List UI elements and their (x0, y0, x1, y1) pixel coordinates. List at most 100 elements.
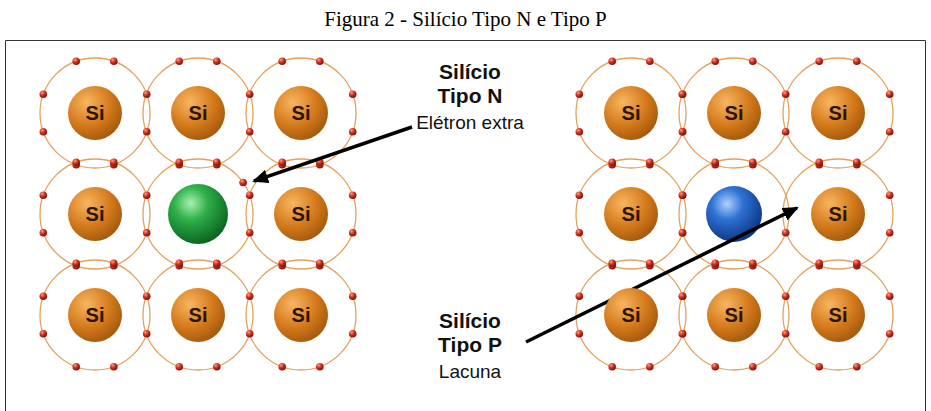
electron-dot (239, 179, 247, 187)
orbit-ring (246, 260, 356, 370)
electron-dot (608, 58, 616, 66)
silicon-atom: Si (604, 288, 658, 342)
electron-dot (40, 90, 48, 98)
atom-symbol: Si (189, 304, 208, 327)
electron-dot (679, 191, 687, 199)
electron-dot (349, 292, 357, 300)
electron-dot (646, 363, 654, 371)
electron-dot (349, 191, 357, 199)
electron-dot (815, 260, 823, 268)
electron-dot (886, 229, 894, 237)
electron-dot (711, 260, 719, 268)
electron-dot (110, 260, 118, 268)
electron-dot (246, 292, 254, 300)
electron-dot (853, 159, 861, 167)
electron-dot (213, 159, 221, 167)
electron-dot (679, 128, 687, 136)
electron-dot (72, 159, 80, 167)
electron-dot (646, 159, 654, 167)
atom-symbol: Si (86, 203, 105, 226)
type-note: Elétron extra (415, 112, 525, 134)
orbit-group (40, 58, 893, 370)
electron-dot (110, 159, 118, 167)
electron-dot (782, 229, 790, 237)
atom-symbol: Si (725, 102, 744, 125)
electron-dot (246, 229, 254, 237)
acceptor-atom (706, 186, 762, 242)
silicon-atom: Si (68, 86, 122, 140)
electron-dot (815, 58, 823, 66)
orbit-ring (679, 58, 789, 168)
electron-dot (853, 58, 861, 66)
silicon-atom: Si (604, 187, 658, 241)
electron-dot (143, 292, 151, 300)
electron-dot (175, 363, 183, 371)
orbit-ring (143, 159, 253, 269)
atom-symbol: Si (189, 102, 208, 125)
orbit-ring (40, 260, 150, 370)
orbit-ring (40, 58, 150, 168)
type-heading: Silício Tipo N (415, 60, 525, 108)
electron-dot (679, 229, 687, 237)
orbit-ring (143, 58, 253, 168)
electron-dot (349, 128, 357, 136)
orbit-ring (576, 159, 686, 269)
atom-symbol: Si (829, 304, 848, 327)
electron-dot (40, 330, 48, 338)
atom-symbol: Si (622, 304, 641, 327)
electron-dot (782, 90, 790, 98)
electron-dot (213, 260, 221, 268)
orbit-ring (40, 159, 150, 269)
electron-dot (679, 330, 687, 338)
electron-dot (143, 330, 151, 338)
atom-symbol: Si (829, 102, 848, 125)
orbit-ring (783, 159, 893, 269)
electron-dot (40, 191, 48, 199)
electron-dot (576, 128, 584, 136)
electron-dot (246, 128, 254, 136)
electron-dot (679, 330, 687, 338)
atom-symbol: Si (292, 203, 311, 226)
silicon-atom: Si (604, 86, 658, 140)
electron-dot (278, 363, 286, 371)
electron-dot (213, 363, 221, 371)
silicon-atom: Si (811, 288, 865, 342)
electron-dot (608, 260, 616, 268)
silicon-atom: Si (274, 86, 328, 140)
type-note: Lacuna (415, 361, 525, 383)
electron-dot (175, 58, 183, 66)
electron-dot (110, 58, 118, 66)
atom-symbol: Si (86, 102, 105, 125)
atom-symbol: Si (622, 102, 641, 125)
electron-dot (316, 58, 324, 66)
electron-dot (886, 90, 894, 98)
silicon-atom: Si (811, 86, 865, 140)
silicon-atom: Si (707, 86, 761, 140)
electron-dot (679, 90, 687, 98)
silicon-atom: Si (707, 288, 761, 342)
electron-dot (679, 229, 687, 237)
electron-dot (278, 58, 286, 66)
electron-dot (576, 90, 584, 98)
electron-dot (40, 128, 48, 136)
atom-symbol: Si (292, 304, 311, 327)
electron-dot (349, 330, 357, 338)
electron-dot (72, 58, 80, 66)
electron-dot (40, 292, 48, 300)
electron-dot (679, 292, 687, 300)
electron-dot (246, 90, 254, 98)
electron-dot (679, 128, 687, 136)
electron-dot (711, 363, 719, 371)
electron-dot (72, 260, 80, 268)
electron-dot (349, 90, 357, 98)
orbit-ring (679, 159, 789, 269)
electron-dot (246, 330, 254, 338)
electron-dot (815, 159, 823, 167)
orbit-ring (679, 260, 789, 370)
electron-dot (711, 58, 719, 66)
electron-dot (749, 58, 757, 66)
electron-dot (278, 260, 286, 268)
silicon-atom: Si (171, 288, 225, 342)
electron-dot (782, 128, 790, 136)
